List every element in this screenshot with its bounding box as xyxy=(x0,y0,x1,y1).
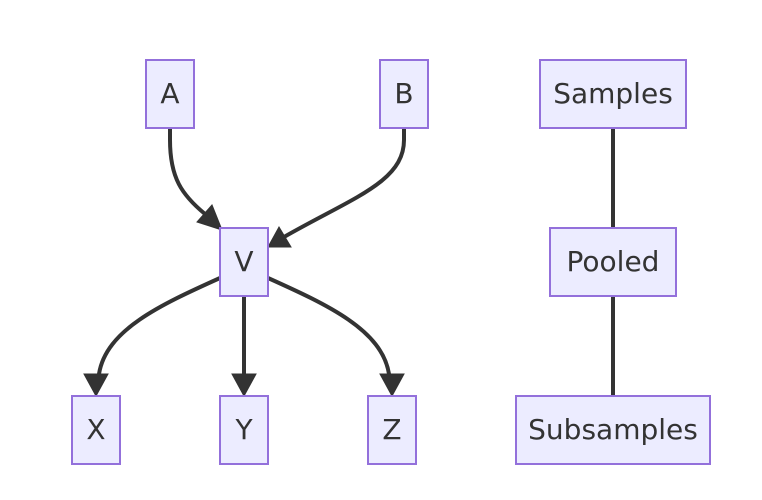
node-v[interactable]: V xyxy=(219,227,269,297)
edge-v-to-x xyxy=(97,276,222,376)
node-b-label: B xyxy=(394,77,413,110)
left-graph: A B V X Y Z xyxy=(71,59,429,465)
node-pooled[interactable]: Pooled xyxy=(549,227,677,297)
arrowhead-v-to-z xyxy=(379,373,405,398)
right-graph: Samples Pooled Subsamples xyxy=(515,59,711,465)
edge-v-to-z xyxy=(266,276,391,376)
node-x[interactable]: X xyxy=(71,395,121,465)
node-b[interactable]: B xyxy=(379,59,429,129)
node-a[interactable]: A xyxy=(145,59,195,129)
node-x-label: X xyxy=(86,413,105,446)
arrowhead-v-to-x xyxy=(83,373,109,398)
arrowhead-a-to-v xyxy=(196,204,223,231)
node-pooled-label: Pooled xyxy=(567,245,660,278)
node-z-label: Z xyxy=(382,413,401,446)
node-subsamples[interactable]: Subsamples xyxy=(515,395,711,465)
node-z[interactable]: Z xyxy=(367,395,417,465)
edges-left xyxy=(83,126,406,398)
node-samples-label: Samples xyxy=(553,77,673,110)
node-y[interactable]: Y xyxy=(219,395,269,465)
node-y-label: Y xyxy=(234,413,253,446)
node-samples[interactable]: Samples xyxy=(539,59,687,129)
arrowhead-v-to-y xyxy=(231,373,257,398)
arrowhead-b-to-v xyxy=(267,225,292,248)
node-a-label: A xyxy=(160,77,179,110)
edge-b-to-v xyxy=(282,126,406,239)
node-v-label: V xyxy=(234,245,253,278)
node-subsamples-label: Subsamples xyxy=(528,413,698,446)
edge-a-to-v xyxy=(168,126,207,216)
